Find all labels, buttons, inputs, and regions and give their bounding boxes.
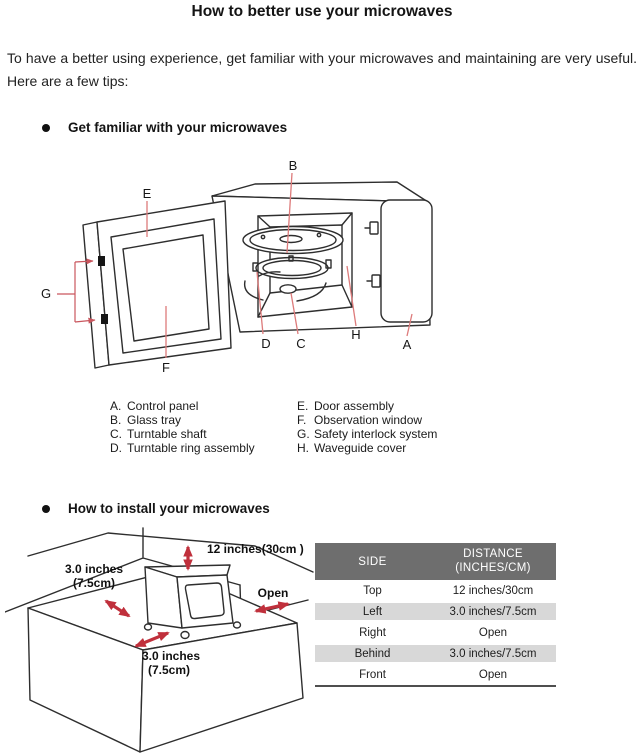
legend-key: F. — [297, 413, 307, 427]
legend-item: C. Turntable shaft — [110, 427, 255, 441]
part-marker-b: B — [288, 158, 298, 173]
clearance-table-header: SIDE DISTANCE (INCHES/CM) — [315, 543, 556, 580]
table-row: Top 12 inches/30cm — [315, 580, 556, 601]
installation-diagram: 12 inches(30cm ) 3.0 inches (7.5cm) Open… — [5, 520, 320, 755]
legend-name: Turntable ring assembly — [127, 441, 255, 455]
side-cell: Top — [363, 584, 382, 597]
microwave-parts-diagram: B E G F D C H A — [35, 150, 485, 400]
table-row: Left 3.0 inches/7.5cm — [315, 601, 556, 622]
installation-line-art — [5, 527, 314, 753]
legend-name: Glass tray — [127, 413, 182, 427]
distance-column-header: DISTANCE (INCHES/CM) — [430, 543, 556, 580]
side-cell: Right — [359, 626, 386, 639]
right-clearance-label: Open — [257, 586, 289, 600]
legend-name: Door assembly — [314, 399, 395, 413]
part-marker-a: A — [402, 337, 412, 352]
part-marker-h: H — [351, 327, 361, 342]
distance-cell: 3.0 inches/7.5cm — [449, 647, 537, 660]
bullet-icon — [42, 124, 50, 132]
legend-item: H. Waveguide cover — [297, 441, 437, 455]
part-marker-f: F — [162, 360, 170, 375]
legend-name: Waveguide cover — [314, 441, 407, 455]
microwave-line-art — [57, 172, 433, 369]
intro-paragraph: To have a better using experience, get f… — [7, 50, 637, 89]
section-heading-text: How to install your microwaves — [68, 501, 270, 516]
top-clearance-label: 12 inches(30cm ) — [207, 542, 304, 556]
legend-item: G. Safety interlock system — [297, 427, 437, 441]
distance-header-line1: DISTANCE — [463, 548, 523, 560]
legend-key: A. — [110, 399, 122, 413]
legend-item: E. Door assembly — [297, 399, 437, 413]
legend-item: B. Glass tray — [110, 413, 255, 427]
front-clearance-label: 3.0 inches (7.5cm) — [142, 649, 222, 677]
table-row: Front Open — [315, 664, 556, 685]
front-clearance-line2: (7.5cm) — [148, 662, 191, 677]
part-marker-e: E — [142, 186, 152, 201]
part-marker-d: D — [261, 336, 271, 351]
legend-key: D. — [110, 441, 122, 455]
table-row: Behind 3.0 inches/7.5cm — [315, 643, 556, 664]
legend-item: F. Observation window — [297, 413, 437, 427]
distance-cell: 12 inches/30cm — [452, 584, 534, 597]
legend-item: A. Control panel — [110, 399, 255, 413]
distance-header-line2: (INCHES/CM) — [455, 561, 531, 574]
side-cell: Front — [359, 668, 386, 681]
side-cell: Left — [362, 605, 383, 618]
clearance-table: SIDE DISTANCE (INCHES/CM) Top 12 inches/… — [315, 543, 556, 687]
left-clearance-label: 3.0 inches (7.5cm) — [58, 562, 130, 590]
legend-name: Control panel — [127, 399, 199, 413]
legend-name: Safety interlock system — [314, 427, 438, 441]
front-clearance-line1: 3.0 inches — [142, 649, 201, 663]
section-heading-install: How to install your microwaves — [40, 501, 270, 516]
legend-key: C. — [110, 427, 122, 441]
table-bottom-border — [315, 685, 556, 687]
distance-cell: Open — [478, 668, 508, 681]
parts-legend-right: E. Door assembly F. Observation window G. S… — [297, 399, 437, 455]
distance-cell: 3.0 inches/7.5cm — [449, 605, 537, 618]
legend-name: Turntable shaft — [127, 427, 207, 441]
part-marker-c: C — [296, 336, 306, 351]
page-title: How to better use your microwaves — [191, 3, 453, 20]
legend-key: H. — [297, 441, 309, 455]
legend-key: G. — [297, 427, 310, 441]
legend-key: E. — [297, 399, 309, 413]
table-row: Right Open — [315, 622, 556, 643]
left-clearance-line2: (7.5cm) — [72, 575, 116, 590]
legend-name: Observation window — [314, 413, 423, 427]
section-heading-text: Get familiar with your microwaves — [68, 120, 288, 135]
section-heading-familiar: Get familiar with your microwaves — [40, 120, 287, 135]
part-marker-g: G — [40, 286, 52, 301]
legend-item: D. Turntable ring assembly — [110, 441, 255, 455]
parts-legend-left: A. Control panel B. Glass tray C. Turntable… — [110, 399, 255, 455]
legend-key: B. — [110, 413, 122, 427]
side-cell: Behind — [354, 647, 391, 660]
left-clearance-line1: 3.0 inches — [64, 562, 124, 576]
distance-cell: Open — [478, 626, 508, 639]
bullet-icon — [42, 505, 50, 513]
side-column-header: SIDE — [358, 555, 387, 568]
